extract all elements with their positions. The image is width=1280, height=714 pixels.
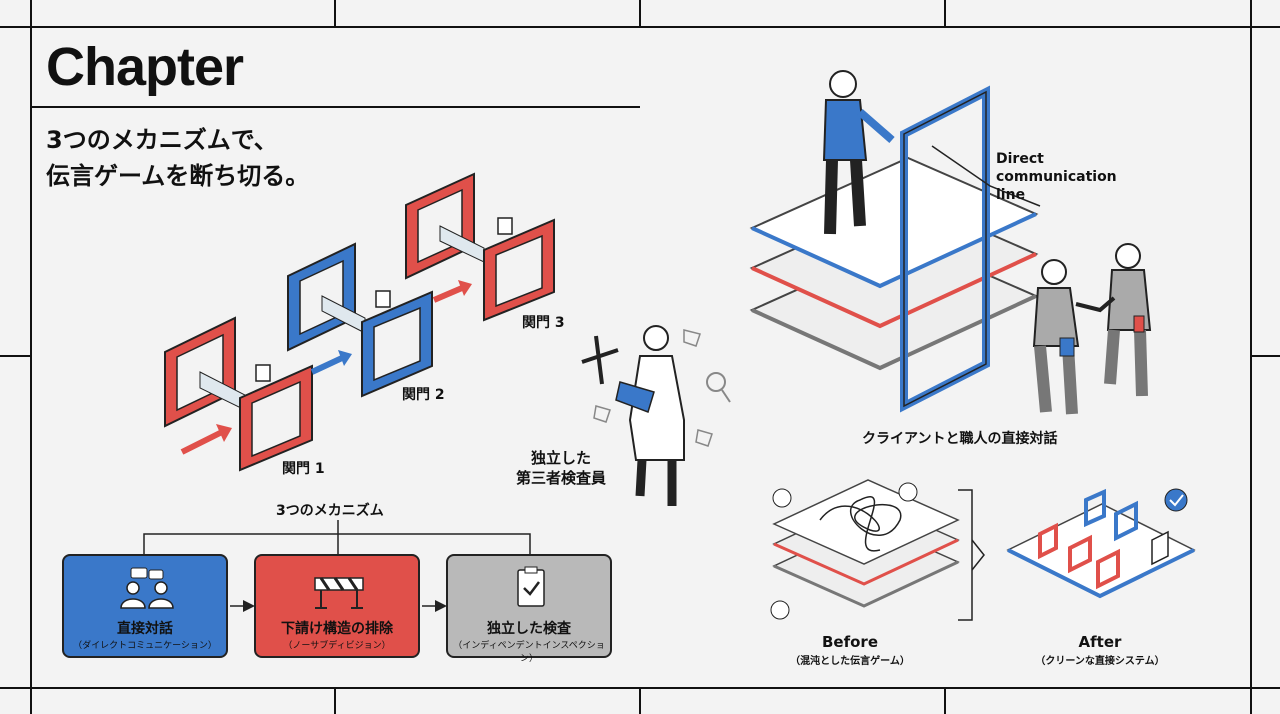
craftsmen-figures [1032, 243, 1152, 415]
before-label: Before （混沌とした伝言ゲーム） [760, 632, 940, 672]
portal-frame [900, 85, 1041, 413]
frame-tick-945 [944, 0, 946, 26]
before-after-bracket [958, 489, 985, 621]
gate-2-label: 関門 2 [402, 387, 445, 403]
frame-tick-945-b [944, 688, 946, 714]
direct-dialogue-caption: クライアントと職人の直接対話 [862, 431, 1058, 447]
mechanisms-heading: 3つのメカニズム [276, 503, 384, 519]
client-figure [822, 70, 895, 235]
mechanism-2-title: 下請け構造の排除 [281, 621, 393, 637]
after-title: After [1078, 633, 1122, 651]
gate-2-illustration [287, 242, 433, 398]
frame-right-line [1250, 0, 1252, 714]
direct-label-line-2: communication [996, 169, 1117, 185]
layered-platform [749, 156, 1039, 371]
frame-tick-640-b [639, 688, 641, 714]
after-illustration [1006, 488, 1196, 599]
frame-top-line [0, 26, 1280, 28]
before-title: Before [821, 633, 878, 651]
frame-right-mark [1250, 355, 1280, 357]
frame-tick-640 [639, 0, 641, 26]
frame-tick-335 [334, 0, 336, 26]
frame-left-line [30, 0, 32, 714]
inspector-label-line-1: 独立した [530, 449, 591, 467]
mechanism-independent-inspection: 独立した検査 （インディペンデントインスペクション） [446, 554, 612, 664]
after-subtitle: （クリーンな直接システム） [1035, 656, 1165, 667]
after-label: After （クリーンな直接システム） [1010, 632, 1190, 672]
mechanism-connectors [143, 520, 531, 612]
gate-3-illustration [405, 172, 555, 322]
gate-1-label: 関門 1 [282, 461, 325, 477]
direct-label-line-3: line [996, 187, 1026, 203]
people-chat-icon [120, 567, 174, 609]
gate-1-illustration [164, 316, 313, 472]
barrier-icon [314, 577, 364, 609]
direct-label-line-1: Direct [996, 151, 1044, 167]
before-illustration [770, 479, 960, 620]
mechanism-direct-dialogue: 直接対話 （ダイレクトコミュニケーション） [62, 554, 228, 658]
subtitle-line-1: 3つのメカニズムで、 [46, 126, 278, 154]
mechanism-1-title: 直接対話 [117, 621, 173, 637]
mechanism-no-subcontract: 下請け構造の排除 （ノーサブディビジョン） [254, 554, 420, 658]
clipboard-check-icon [517, 566, 545, 607]
subtitle-line-2: 伝言ゲームを断ち切る。 [46, 162, 310, 190]
inspector-label: 独立した 第三者検査員 [506, 448, 616, 488]
inspector-label-line-2: 第三者検査員 [515, 469, 606, 487]
page-title: Chapter [46, 37, 244, 97]
mechanism-1-subtitle: （ダイレクトコミュニケーション） [73, 641, 217, 651]
gate-3-label: 関門 3 [522, 315, 565, 331]
mechanism-3-subtitle: （インディペンデントインスペクション） [453, 641, 605, 664]
inspector-illustration [581, 325, 731, 506]
page-subtitle: 3つのメカニズムで、 伝言ゲームを断ち切る。 [46, 122, 309, 194]
frame-left-mark [0, 355, 30, 357]
frame-tick-335-b [334, 688, 336, 714]
before-subtitle: （混沌とした伝言ゲーム） [790, 656, 910, 667]
title-underline [30, 106, 640, 108]
mechanism-2-subtitle: （ノーサブディビジョン） [283, 641, 391, 651]
direct-communication-label: Direct communication line [996, 150, 1117, 204]
mechanism-3-title: 独立した検査 [487, 621, 571, 637]
frame-bottom-line [0, 687, 1280, 689]
